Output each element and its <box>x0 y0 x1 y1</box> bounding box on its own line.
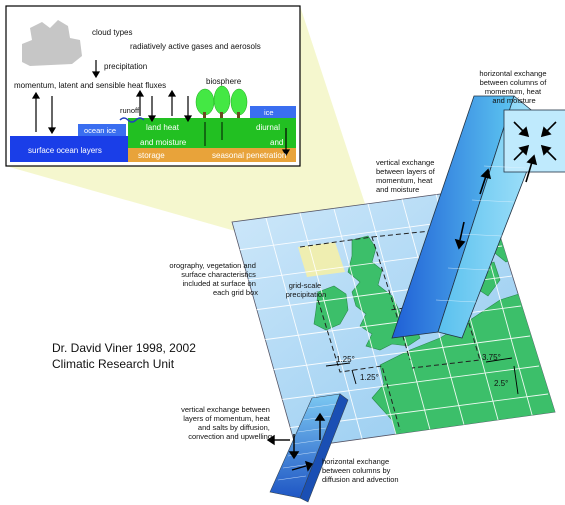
label-ice: ice <box>264 108 274 117</box>
land-ireland <box>313 285 349 331</box>
credit-line-1: Dr. David Viner 1998, 2002 <box>52 341 196 355</box>
inset-arrows <box>31 60 291 157</box>
label-res-fine-lat: 1.25° <box>360 373 379 382</box>
label-ocean-ice: ocean ice <box>84 126 116 135</box>
label-precipitation: precipitation <box>104 62 147 71</box>
grid-resolution-markers <box>325 357 519 395</box>
label-and-moisture: and moisture <box>140 138 187 147</box>
label-land-heat: land heat <box>146 123 180 132</box>
label-grid-scale-precipitation: grid-scale precipitation <box>286 281 326 299</box>
label-gases-aerosols: radiatively active gases and aerosols <box>130 42 261 51</box>
label-runoff: runoff <box>120 106 140 115</box>
label-res-fine-lon: 1.25° <box>336 355 355 364</box>
label-diurnal: diurnal <box>256 123 280 132</box>
label-orography: orography, vegetation and surface charac… <box>169 261 258 297</box>
cloud-icon <box>22 20 82 66</box>
surface-ocean-block <box>10 136 128 162</box>
ocean-ice-block <box>78 124 126 136</box>
label-storage: storage <box>138 151 165 160</box>
label-res-coarse-lon: 3.75° <box>482 353 501 362</box>
label-seasonal-penetration: seasonal penetration <box>212 151 286 160</box>
label-vertical-exchange-ocean: vertical exchange between layers of mome… <box>181 405 272 441</box>
label-horizontal-exchange-ocean: horizontal exchange between columns by d… <box>322 457 399 484</box>
biosphere-trees-icon <box>195 85 248 122</box>
atmosphere-column <box>391 95 565 339</box>
label-horizontal-exchange-atmosphere: horizontal exchange between columns of m… <box>479 69 548 105</box>
column-exchange-arrows <box>454 121 557 250</box>
ocean-column <box>266 393 349 503</box>
ocean-exchange-arrows <box>266 412 326 472</box>
grid-map <box>231 187 556 449</box>
label-vertical-exchange-atmosphere: vertical exchange between layers of mome… <box>376 158 437 194</box>
storage-block <box>128 148 296 162</box>
label-surface-ocean-layers: surface ocean layers <box>28 146 102 155</box>
label-cloud-types: cloud types <box>92 28 132 37</box>
inset-process-box: cloud types radiatively active gases and… <box>5 5 301 167</box>
label-res-coarse-lat: 2.5° <box>494 379 508 388</box>
label-biosphere: biosphere <box>206 77 242 86</box>
label-momentum-fluxes: momentum, latent and sensible heat fluxe… <box>14 81 166 90</box>
ice-block <box>250 106 296 118</box>
credit-line-2: Climatic Research Unit <box>52 357 175 371</box>
label-and: and <box>270 138 283 147</box>
